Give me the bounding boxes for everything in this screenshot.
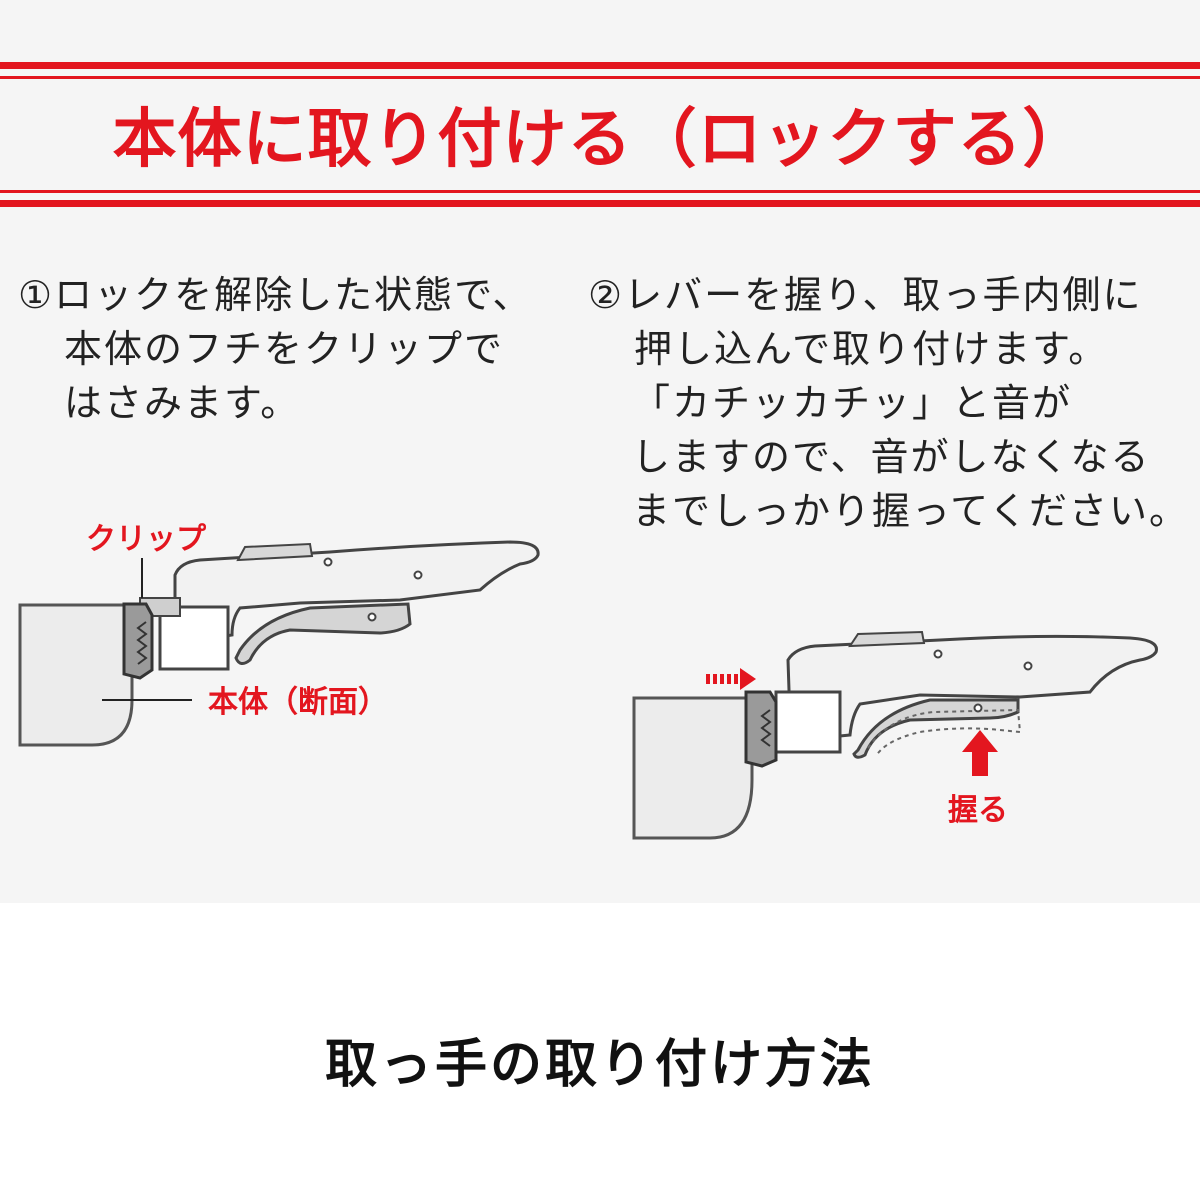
clip-block-icon — [774, 690, 842, 754]
clip-teeth-icon — [760, 709, 772, 747]
clip-jaw-icon — [744, 690, 778, 768]
top-rule-thick — [0, 62, 1200, 69]
lever-icon — [852, 698, 1020, 759]
rivet-icon — [367, 612, 377, 622]
rivet-icon — [323, 557, 333, 567]
lever-outline-dashed — [867, 708, 1022, 757]
step-1-line: ①ロックを解除した状態で、 — [18, 273, 533, 317]
handle-clip-illustration: クリップ 本体（断面） — [18, 522, 540, 747]
grip-label: 握る — [948, 793, 1008, 828]
rivet-icon — [973, 703, 983, 713]
top-rule-thin — [0, 76, 1200, 79]
handle-lock-illustration: 握る — [632, 630, 1158, 840]
step-2-line: しますので、音がしなくなる — [632, 435, 1151, 479]
rivet-icon — [413, 570, 423, 580]
instruction-panel: 本体に取り付ける（ロックする） ①ロックを解除した状態で、 本体のフチをクリップ… — [0, 62, 1200, 840]
handle-icon — [786, 634, 1158, 740]
rivet-icon — [1023, 661, 1033, 671]
clip-label: クリップ — [86, 522, 207, 557]
step-2-line: 「カチッカチッ」と音が — [632, 381, 1073, 425]
handle-icon — [173, 540, 540, 642]
lock-button-icon — [848, 630, 926, 648]
bottom-rule-thick — [0, 200, 1200, 207]
lock-button-icon — [236, 542, 314, 562]
step-2-line: 押し込んで取り付けます。 — [634, 327, 1109, 371]
lever-icon — [234, 602, 412, 665]
squeeze-arrow-icon — [962, 730, 998, 776]
clip-teeth-icon — [136, 621, 148, 665]
body-label: 本体（断面） — [208, 685, 388, 720]
step-1-line: 本体のフチをクリップで — [64, 327, 505, 371]
step-2-line: ②レバーを握り、取っ手内側に — [588, 273, 1143, 317]
pan-body-icon — [632, 696, 754, 840]
step-2-line: までしっかり握ってください。 — [632, 489, 1189, 533]
step-1-instructions: ①ロックを解除した状態で、 本体のフチをクリップで はさみます。 — [18, 268, 533, 430]
page-caption: 取っ手の取り付け方法 — [324, 1035, 875, 1095]
clip-block-icon — [158, 605, 230, 671]
pan-body-icon — [18, 603, 134, 747]
rivet-icon — [933, 649, 943, 659]
step-2-instructions: ②レバーを握り、取っ手内側に 押し込んで取り付けます。 「カチッカチッ」と音が … — [588, 268, 1189, 538]
push-arrow-icon — [706, 668, 756, 690]
section-heading: 本体に取り付ける（ロックする） — [112, 103, 1088, 177]
step-1-line: はさみます。 — [64, 381, 301, 425]
bottom-rule-thin — [0, 190, 1200, 193]
